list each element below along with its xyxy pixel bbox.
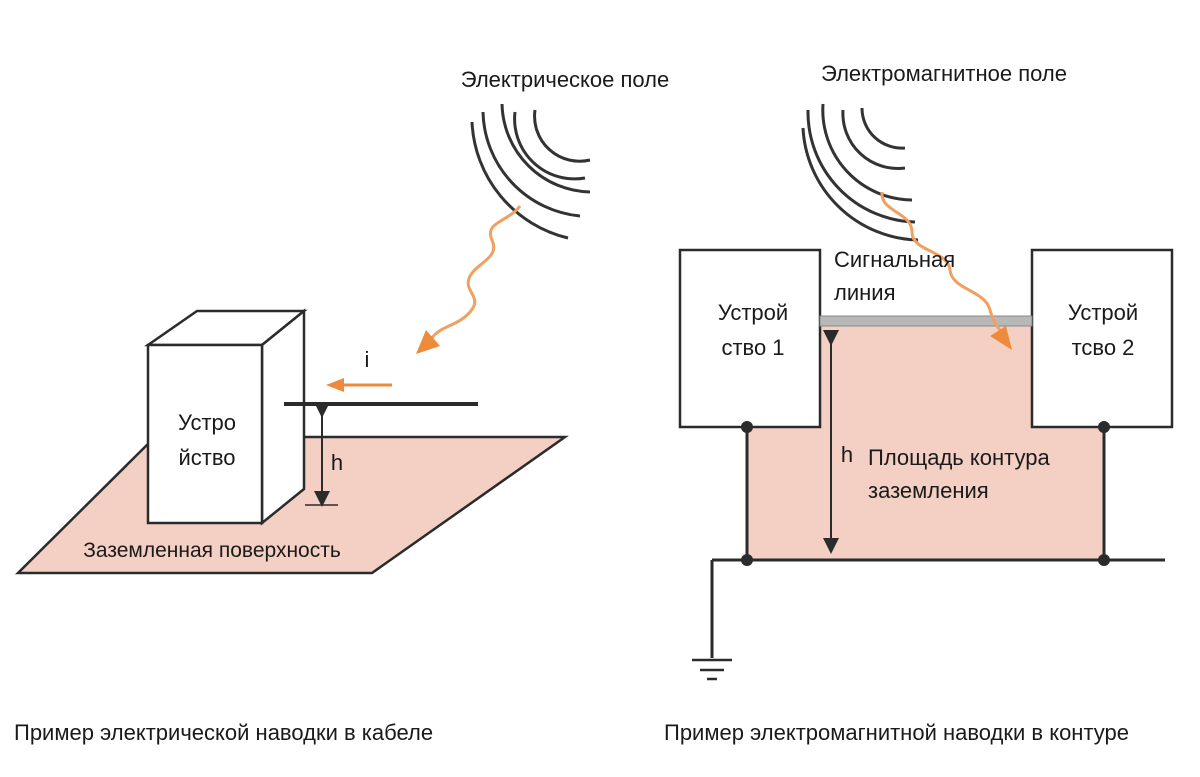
device-2-label-line1: Устрой [1068, 300, 1138, 325]
current-label: i [365, 347, 370, 372]
electromagnetic-field-label: Электромагнитное поле [821, 61, 1067, 86]
electric-coupling-diagram: Электрическое поле Устро йство i h Зазем… [14, 67, 669, 745]
device-label-line2: йство [178, 445, 235, 470]
height-label: h [331, 450, 343, 475]
device-1-label-line1: Устрой [718, 300, 788, 325]
height-marker [305, 402, 338, 507]
left-caption: Пример электрической наводки в кабеле [14, 720, 433, 745]
device-1-label-line2: ство 1 [721, 335, 784, 360]
loop-area-label-line1: Площадь контура [868, 445, 1050, 470]
junction-dots [741, 421, 1110, 566]
loop-area-label-line2: заземления [868, 478, 989, 503]
signal-line [819, 315, 1033, 327]
electric-field-label: Электрическое поле [461, 67, 670, 92]
current-arrow [326, 378, 392, 392]
signal-line-label-line1: Сигнальная [834, 247, 955, 272]
ground-wires [710, 427, 1165, 658]
electric-field-waves [470, 103, 591, 240]
device-2-label-line2: тсво 2 [1072, 335, 1135, 360]
device-box [144, 308, 308, 526]
ground-loop-area [820, 326, 1032, 560]
ground-symbol [692, 658, 732, 681]
device-1-box [678, 248, 822, 429]
electromagnetic-propagation-wave [880, 191, 1006, 337]
device-2-box [1030, 248, 1174, 429]
ground-surface-label: Заземленная поверхность [83, 539, 341, 562]
electric-propagation-arrowhead [416, 330, 440, 354]
electromagnetic-coupling-diagram: Электромагнитное поле Сигнальная линия У… [664, 61, 1174, 745]
electric-propagation-wave [430, 205, 522, 339]
signal-line-label-line2: линия [834, 280, 895, 305]
right-caption: Пример электромагнитной наводки в контур… [664, 720, 1129, 745]
loop-height-label: h [841, 442, 853, 467]
device-label-line1: Устро [178, 410, 236, 435]
electromagnetic-propagation-arrowhead [990, 326, 1012, 350]
electromagnetic-field-waves [801, 103, 919, 242]
